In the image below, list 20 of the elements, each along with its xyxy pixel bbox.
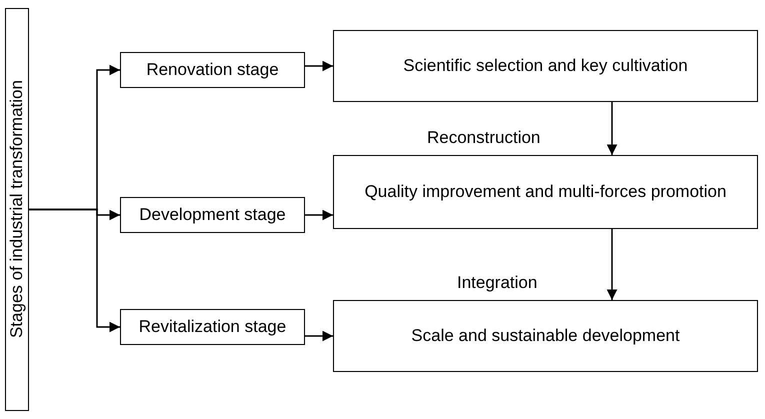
arrow	[606, 229, 618, 300]
process-box	[120, 197, 305, 233]
arrow	[305, 60, 333, 72]
node-label: Revitalization stage	[138, 316, 286, 338]
process-box	[333, 155, 758, 229]
node-label: Development stage	[139, 204, 286, 226]
arrow	[305, 330, 333, 342]
node-label: Renovation stage	[146, 58, 279, 81]
vertical-title-box	[5, 8, 29, 411]
node-label: Quality improvement and multi-forces promotion	[364, 180, 726, 203]
process-box	[120, 309, 305, 345]
process-box	[120, 52, 305, 88]
arrow	[29, 208, 120, 332]
node-label: Scale and sustainable development	[411, 324, 680, 347]
process-box	[333, 300, 758, 372]
process-box	[333, 30, 758, 102]
arrow	[305, 210, 333, 220]
node-label: Stages of industrial transformation	[6, 80, 27, 338]
arrow	[606, 102, 618, 155]
node-label: Scientific selection and key cultivation	[403, 54, 688, 77]
